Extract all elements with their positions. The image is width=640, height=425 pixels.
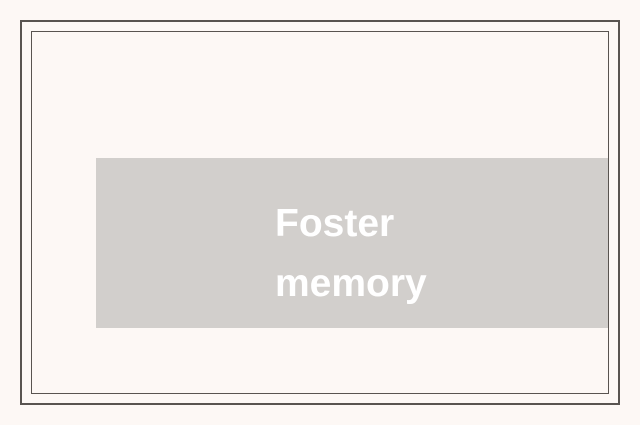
banner-text-block: Foster memory	[275, 194, 595, 314]
inner-card-border: Foster memory	[31, 31, 609, 394]
banner-line-2: memory	[275, 262, 427, 305]
banner: Foster memory	[96, 158, 608, 328]
banner-line-1: Foster	[275, 202, 395, 245]
outer-card-border: Foster memory	[20, 20, 620, 405]
